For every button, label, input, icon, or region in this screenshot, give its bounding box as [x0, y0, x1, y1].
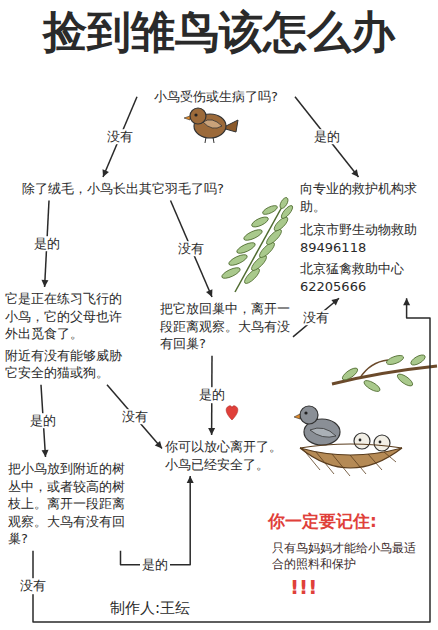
edge-label: 是的 — [197, 388, 227, 404]
step-text: 它是正在练习飞行的小鸟，它的父母也许外出觅食了。 — [5, 290, 125, 343]
step-text: 北京市野生动物救助 89496118 — [300, 221, 430, 256]
note-text: 只有鸟妈妈才能给小鸟最适合的照料和保护 — [272, 540, 422, 572]
arrow-head — [208, 428, 215, 435]
step-text: 除了绒毛，小鸟长出其它羽毛了吗? — [22, 180, 292, 198]
flow-arrow — [107, 385, 162, 449]
step-text: 向专业的救护机构求助。 — [300, 180, 430, 215]
flow-step: 你可以放心离开了。小鸟已经安全了。 — [165, 438, 291, 473]
arrow-head — [41, 280, 48, 287]
bird-drawing — [184, 108, 238, 143]
arrow-head — [206, 289, 212, 297]
edge-label: 没有 — [18, 579, 48, 595]
arrow-line — [295, 97, 359, 177]
note-heading: 你一定要记住: — [268, 510, 428, 533]
flow-step: 把小鸟放到附近的树丛中，或者较高的树枝上。离开一段距离观察。大鸟有没有回巢? — [8, 460, 133, 548]
flow-step: 把它放回巢中，离开一段距离观察。大鸟有没有回巢? — [160, 300, 290, 353]
arrow-line — [107, 385, 162, 449]
flow-arrow — [171, 201, 213, 297]
edge-label: 是的 — [32, 236, 62, 252]
edge-label: 没有 — [176, 241, 206, 257]
flow-arrow — [293, 298, 339, 337]
edge-label: 是的 — [28, 413, 58, 429]
edge-label: 没有 — [105, 129, 135, 145]
edge-label: 是的 — [140, 557, 170, 573]
flow-arrow — [33, 298, 430, 622]
flow-step: 向专业的救护机构求助。北京市野生动物救助 89496118 北京猛禽救助中心 62… — [300, 180, 430, 295]
flow-step: 除了绒毛，小鸟长出其它羽毛了吗? — [22, 180, 292, 198]
flow-step: 小鸟受伤或生病了吗? — [140, 88, 292, 106]
arrow-line — [121, 476, 191, 565]
branch-drawing — [332, 353, 437, 394]
arrow-head — [187, 476, 194, 483]
edge-label: 是的 — [312, 129, 342, 145]
nest-drawing — [294, 406, 402, 476]
fern-drawing — [220, 196, 294, 292]
arrow-head — [403, 298, 410, 305]
arrow-head — [351, 169, 358, 177]
arrow-line — [171, 201, 213, 297]
flow-arrow — [121, 476, 194, 565]
edge-label: 没有 — [120, 409, 150, 425]
credit-text: 制作人:王纭 — [110, 598, 250, 618]
step-text: 北京猛禽救助中心 62205666 — [300, 260, 430, 295]
heart-symbol — [226, 406, 238, 420]
arrow-head — [155, 441, 162, 449]
step-text: 小鸟受伤或生病了吗? — [140, 88, 292, 106]
flow-arrow — [103, 97, 137, 177]
step-text: 你可以放心离开了。小鸟已经安全了。 — [165, 438, 291, 473]
step-text: 附近有没有能够威胁它安全的猫或狗。 — [5, 347, 125, 382]
arrow-line — [103, 97, 137, 177]
arrow-line — [33, 298, 430, 622]
step-text: 把小鸟放到附近的树丛中，或者较高的树枝上。离开一段距离观察。大鸟有没有回巢? — [8, 460, 133, 548]
flow-arrow — [295, 97, 359, 177]
flow-step: 它是正在练习飞行的小鸟，它的父母也许外出觅食了。附近有没有能够威胁它安全的猫或狗… — [5, 290, 125, 382]
arrow-head — [103, 169, 109, 177]
title-heading: 捡到雏鸟该怎么办 — [0, 4, 438, 59]
note-mark: !!! — [290, 574, 350, 601]
arrow-head — [42, 450, 49, 457]
step-text: 把它放回巢中，离开一段距离观察。大鸟有没有回巢? — [160, 300, 290, 353]
edge-label: 没有 — [301, 310, 331, 326]
arrow-line — [293, 298, 339, 337]
arrow-head — [331, 298, 339, 305]
